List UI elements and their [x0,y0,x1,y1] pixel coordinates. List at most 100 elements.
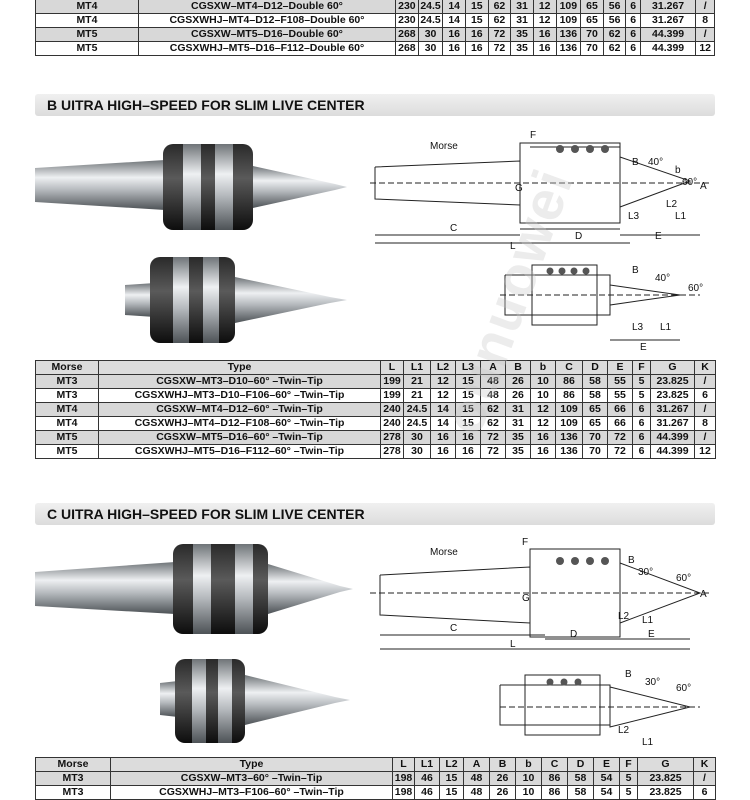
morse-cell: MT4 [35,402,99,417]
value-cell: 8 [695,13,715,28]
column-header: L2 [439,757,464,772]
label-e-b: E [640,342,647,353]
value-cell: 35 [505,444,531,459]
value-cell: 56 [602,13,627,28]
value-cell: 72 [607,430,633,445]
value-cell: 26 [489,785,516,800]
value-cell: 199 [380,374,404,389]
value-cell: 6 [632,416,651,431]
value-cell: 56 [602,0,627,14]
morse-cell: MT4 [35,13,139,28]
value-cell: / [693,771,716,786]
value-cell: 31.267 [639,0,697,14]
column-header: B [489,757,516,772]
value-cell: 44.399 [639,41,697,56]
value-cell: 44.399 [650,444,695,459]
live-center-image-small-c [160,659,350,743]
value-cell: 58 [567,771,594,786]
value-cell: 31 [505,416,531,431]
value-cell: 46 [414,771,440,786]
column-header: C [541,757,568,772]
value-cell: 55 [607,388,633,403]
value-cell: 5 [619,771,638,786]
label-l3-b: L3 [632,322,644,333]
column-header: D [567,757,594,772]
value-cell: 31.267 [650,402,695,417]
label-c-c: C [450,623,457,634]
value-cell: 5 [632,388,651,403]
value-cell: 26 [489,771,516,786]
type-cell: CGSXWHJ–MT3–D10–F106–60° –Twin–Tip [98,388,381,403]
label-a: A [700,181,707,192]
value-cell: 136 [555,430,583,445]
label-morse-c: Morse [430,547,458,558]
value-cell: 31.267 [639,13,697,28]
value-cell: 35 [510,27,534,42]
value-cell: 6 [625,13,641,28]
value-cell: 72 [480,444,506,459]
value-cell: 26 [505,374,531,389]
value-cell: 70 [580,27,604,42]
column-header: F [632,360,651,375]
value-cell: 6 [625,41,641,56]
column-header: L [392,757,415,772]
column-header: E [593,757,620,772]
morse-cell: MT3 [35,388,99,403]
column-header: K [693,757,716,772]
value-cell: 62 [487,13,512,28]
value-cell: 30 [417,27,444,42]
label-c: C [450,223,457,234]
value-cell: 58 [582,374,608,389]
value-cell: / [694,402,716,417]
label-l2: L2 [666,199,678,210]
label-l-c: L [510,639,516,650]
label-d-c: D [570,629,577,640]
value-cell: 6 [693,785,716,800]
value-cell: 15 [439,771,464,786]
value-cell: 72 [480,430,506,445]
value-cell: 16 [465,27,489,42]
live-center-image-large-b [35,144,347,230]
value-cell: 198 [392,771,415,786]
value-cell: 65 [582,402,608,417]
value-cell: 12 [530,402,556,417]
column-header: Morse [35,757,111,772]
type-cell: CGSXWHJ–MT4–D12–F108–Double 60° [137,13,397,28]
value-cell: 6 [632,444,651,459]
value-cell: 46 [414,785,440,800]
type-cell: CGSXW–MT5–D16–Double 60° [137,27,397,42]
label-angle-60-c-b: 60° [676,683,691,694]
value-cell: 15 [455,388,481,403]
value-cell: 6 [694,388,716,403]
label-b-2-c: B [625,669,632,680]
value-cell: 5 [632,374,651,389]
value-cell: 16 [532,27,557,42]
label-f-c: F [522,537,528,548]
column-header: L3 [455,360,481,375]
column-header: b [530,360,556,375]
value-cell: 12 [430,374,456,389]
value-cell: 24.5 [403,402,431,417]
value-cell: 62 [480,402,506,417]
value-cell: 12 [532,0,557,14]
value-cell: 14 [430,416,456,431]
value-cell: 70 [582,444,608,459]
label-a-c: A [700,589,707,600]
value-cell: 16 [530,444,556,459]
morse-cell: MT5 [35,27,139,42]
value-cell: 31 [510,13,534,28]
type-cell: CGSXWHJ–MT4–D12–F108–60° –Twin–Tip [98,416,381,431]
value-cell: 5 [619,785,638,800]
morse-cell: MT3 [35,771,111,786]
column-header: L [380,360,404,375]
label-angle-30-b: 30° [645,677,660,688]
morse-cell: MT5 [35,430,99,445]
value-cell: 278 [380,444,404,459]
value-cell: 14 [442,0,466,14]
